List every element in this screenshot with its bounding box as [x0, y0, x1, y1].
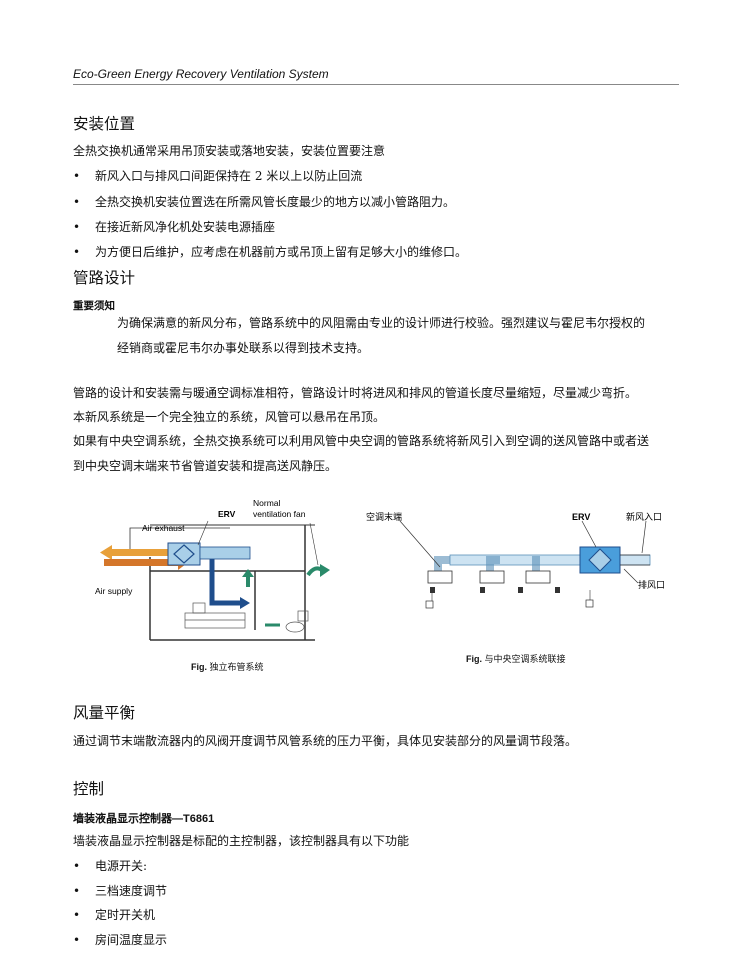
- duct-para-3a: 如果有中央空调系统，全热交换系统可以利用风管中央空调的管路系统将新风引入到空调的…: [73, 434, 650, 448]
- notice-label: 重要须知: [73, 300, 115, 312]
- control-heading: 控制: [73, 780, 105, 798]
- air-exhaust-label: Air exhaust: [142, 523, 185, 533]
- normal-label-2: ventilation fan: [253, 509, 306, 519]
- notice-line-1: 为确保满意的新风分布，管路系统中的风阻需由专业的设计师进行校验。强烈建议与霍尼韦…: [117, 316, 646, 330]
- running-header: Eco-Green Energy Recovery Ventilation Sy…: [73, 67, 329, 81]
- duct-para-1: 管路的设计和安装需与暖通空调标准相符，管路设计时将进风和排风的管道长度尽量缩短，…: [73, 386, 638, 400]
- duct-para-3b: 到中央空调末端来节省管道安装和提高送风静压。: [73, 459, 338, 473]
- control-intro: 墙装液晶显示控制器是标配的主控制器，该控制器具有以下功能: [73, 834, 410, 848]
- air-supply-label: Air supply: [95, 586, 133, 596]
- balance-para: 通过调节末端散流器内的风阀开度调节风管系统的压力平衡，具体见安装部分的风量调节段…: [73, 734, 578, 748]
- right-figure-caption: Fig. 与中央空调系统联接: [466, 654, 566, 664]
- install-heading: 安装位置: [73, 115, 136, 133]
- duct-para-2: 本新风系统是一个完全独立的系统，风管可以悬吊在吊顶。: [73, 410, 386, 424]
- terminal-label: 空调末端: [366, 511, 402, 522]
- normal-label-1: Normal: [253, 498, 281, 508]
- fresh-in-label: 新风入口: [626, 511, 662, 522]
- independent-duct-diagram: ERV Normal ventilation fan Air exhaust A…: [95, 498, 330, 641]
- left-erv-label: ERV: [218, 509, 236, 519]
- balance-heading: 风量平衡: [73, 704, 136, 722]
- header-rule: [73, 84, 679, 85]
- install-intro: 全热交换机通常采用吊顶安装或落地安装，安装位置要注意: [73, 144, 386, 158]
- duct-heading: 管路设计: [73, 269, 136, 287]
- notice-line-2: 经销商或霍尼韦尔办事处联系以得到技术支持。: [117, 341, 370, 355]
- controller-subheading: 墙装液晶显示控制器—T6861: [73, 813, 215, 825]
- central-ac-connection-diagram: 空调末端 ERV 新风入口 排风口: [366, 511, 665, 609]
- exhaust-out-label: 排风口: [638, 579, 665, 590]
- right-erv-label: ERV: [572, 512, 590, 522]
- left-figure-caption: Fig. 独立布管系统: [191, 662, 264, 672]
